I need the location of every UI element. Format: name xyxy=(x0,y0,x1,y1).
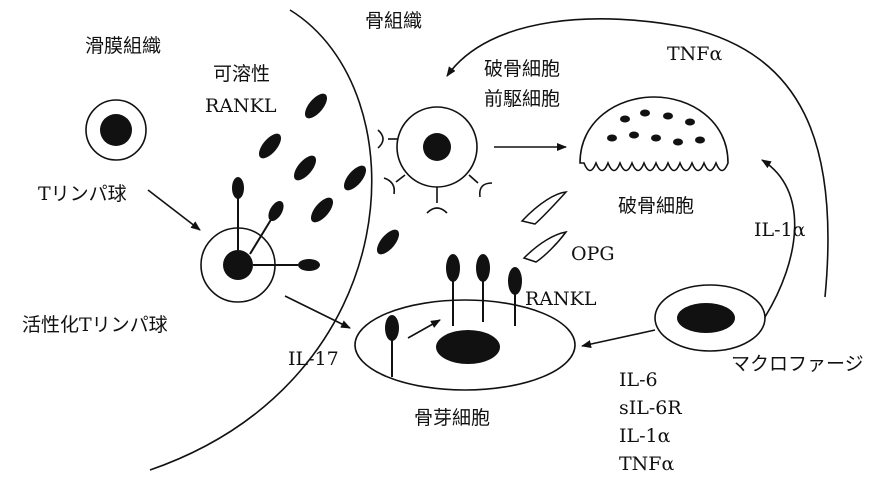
macrophage-cell xyxy=(655,285,765,351)
macrophage-label: マクロファージ xyxy=(731,353,864,375)
cytokine-item: IL-1α xyxy=(619,425,671,447)
osteoclast-precursor-label-line1: 破骨細胞 xyxy=(484,58,560,80)
t-lymphocyte-cell xyxy=(86,100,146,160)
t-lymphocyte-label: Tリンパ球 xyxy=(38,183,127,205)
soluble-rankl-label-line1: 可溶性 xyxy=(213,63,270,85)
t-cell-activation-arrow xyxy=(148,190,200,230)
opg-molecules xyxy=(522,192,566,262)
macrophage-to-osteoblast-arrow xyxy=(582,330,655,346)
cytokine-item: TNFα xyxy=(619,453,674,475)
bone-tissue-label: 骨組織 xyxy=(365,10,422,32)
osteoclast-cell xyxy=(580,97,728,171)
il1-alpha-right-label: IL-1α xyxy=(754,219,806,241)
synovium-label: 滑膜組織 xyxy=(85,35,161,57)
cytokine-item: sIL-6R xyxy=(619,397,682,419)
osteoclast-precursor-cell xyxy=(378,107,492,213)
opg-label: OPG xyxy=(571,243,615,265)
macrophage-cytokine-list: IL-6 sIL-6R IL-1α TNFα xyxy=(619,369,682,475)
rankl-membrane-label: RANKL xyxy=(525,288,597,310)
cytokine-item: IL-6 xyxy=(619,369,658,391)
tnf-alpha-top-label: TNFα xyxy=(667,43,722,65)
activated-t-lymphocyte-cell xyxy=(201,177,320,302)
soluble-rankl-label-line2: RANKL xyxy=(205,95,277,117)
osteoclast-precursor-label-line2: 前駆細胞 xyxy=(484,88,560,110)
soluble-rankl-molecules xyxy=(255,90,403,258)
osteoclast-label: 破骨細胞 xyxy=(618,195,694,217)
activated-t-lymphocyte-label: 活性化Tリンパ球 xyxy=(22,314,168,336)
osteoblast-label: 骨芽細胞 xyxy=(414,407,490,429)
osteoblast-cell xyxy=(355,254,575,390)
il17-label: IL-17 xyxy=(288,348,339,370)
